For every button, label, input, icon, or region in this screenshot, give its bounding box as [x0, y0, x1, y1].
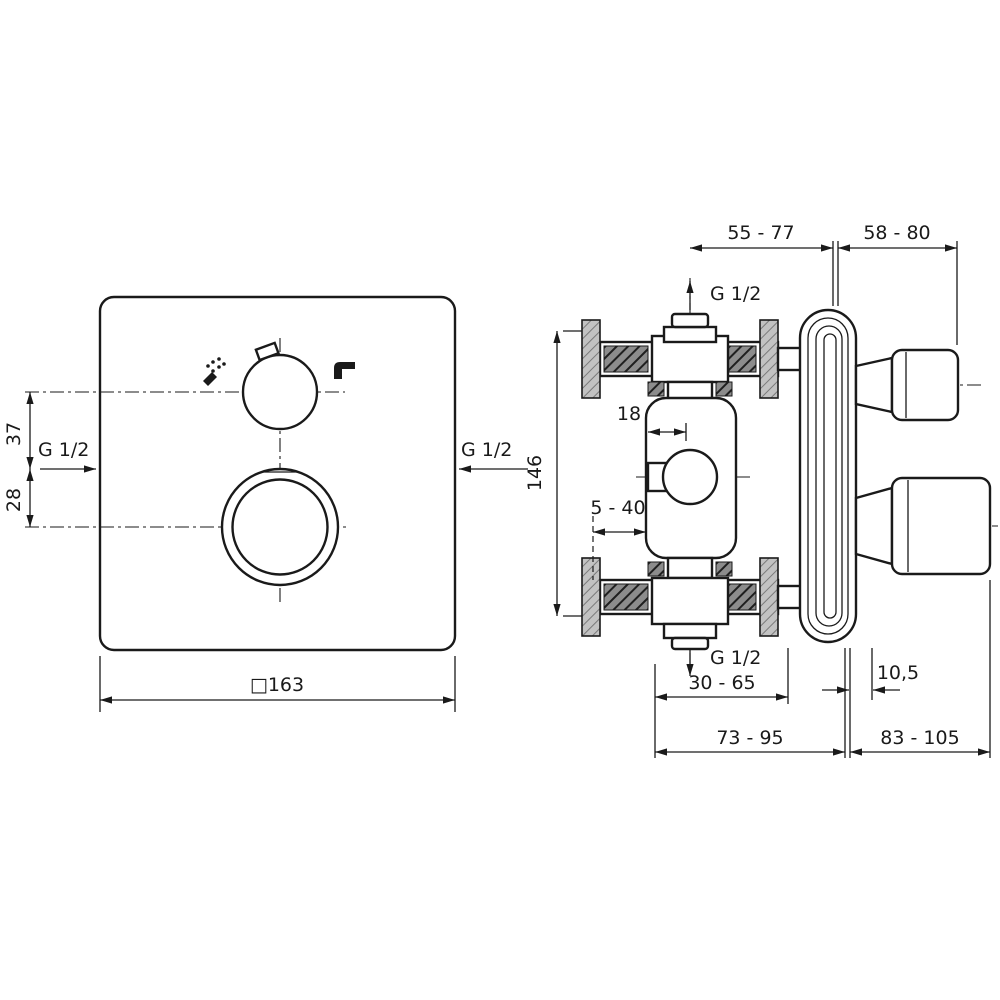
diverter-knob-notch — [254, 341, 280, 362]
dim-37-label: 37 — [3, 422, 25, 446]
inlet-left-label: G 1/2 — [38, 439, 89, 461]
top-seal-left — [581, 319, 601, 399]
bottom-plate-connector — [776, 584, 804, 610]
cartridge-body — [644, 396, 738, 560]
top-neck-seal-right — [715, 381, 733, 397]
handshower-icon — [203, 357, 226, 386]
bottom-handle — [854, 476, 992, 576]
top-plate-connector — [776, 346, 804, 372]
spout-icon — [334, 362, 355, 379]
inlet-right-label: G 1/2 — [461, 439, 512, 461]
bottom-neck — [666, 556, 714, 580]
dim-18-label: 18 — [617, 403, 641, 425]
top-seal-right — [759, 319, 779, 399]
bottom-seal-left — [581, 557, 601, 637]
top-handle — [854, 348, 960, 422]
dim-58-80-label: 58 - 80 — [863, 222, 930, 244]
outlet-bottom-label: G 1/2 — [710, 647, 761, 669]
diverter-knob — [241, 353, 319, 431]
front-inlet-left: G 1/2 — [38, 439, 96, 473]
dim-28-label: 28 — [3, 488, 25, 512]
bottom-manifold — [581, 557, 780, 637]
top-thread-left — [603, 345, 649, 373]
side-dim-73-95: 73 - 95 — [655, 648, 846, 758]
front-left-dimension-chain: 37 28 — [3, 392, 34, 527]
dim-55-77-label: 55 - 77 — [727, 222, 794, 244]
top-outlet-connection — [662, 312, 718, 344]
dim-83-105-label: 83 - 105 — [880, 727, 959, 749]
bottom-manifold-center — [650, 576, 730, 626]
dim-146-label: 146 — [524, 455, 546, 491]
dim-30-65-label: 30 - 65 — [688, 672, 755, 694]
outlet-top-label: G 1/2 — [710, 283, 761, 305]
bottom-neck-seal-right — [715, 561, 733, 577]
bottom-outlet-connection — [662, 622, 718, 651]
dim-square-163-label: □163 — [250, 674, 304, 696]
dim-73-95-label: 73 - 95 — [716, 727, 783, 749]
bottom-neck-seal-left — [647, 561, 665, 577]
top-neck-seal-left — [647, 381, 665, 397]
front-inlet-right: G 1/2 — [459, 439, 528, 473]
dim-5-40-label: 5 - 40 — [590, 497, 645, 519]
side-dim-83-105: 83 - 105 — [850, 580, 991, 758]
thermostat-knob-inner — [231, 478, 329, 576]
side-offset-dimension: 18 — [617, 403, 687, 441]
bottom-seal-right — [759, 557, 779, 637]
side-wall-range-dimension: 5 - 40 — [590, 497, 646, 580]
front-width-dimension: □163 — [99, 656, 456, 712]
side-outlet-top: G 1/2 — [686, 281, 761, 310]
side-height-dimension: 146 — [524, 330, 582, 617]
side-top-dimensions: 55 - 77 58 - 80 — [690, 222, 958, 345]
dim-10-5-label: 10,5 — [877, 662, 919, 684]
side-plate-thickness-dimension: 10,5 — [822, 648, 919, 758]
top-manifold — [581, 319, 780, 399]
wall-plate — [798, 308, 858, 644]
side-outlet-bottom: G 1/2 — [686, 647, 761, 676]
side-dim-30-65: 30 - 65 — [654, 648, 789, 758]
front-view: 37 28 G 1/2 G 1/2 □163 — [3, 295, 528, 712]
side-view: G 1/2 G 1/2 55 - 77 58 - 80 146 — [524, 222, 998, 758]
bottom-thread-left — [603, 583, 649, 611]
